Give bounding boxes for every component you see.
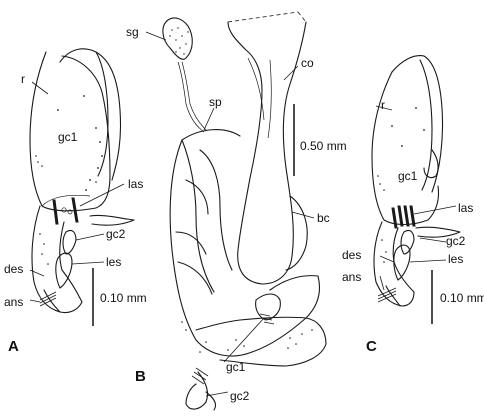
label-a-gc2: gc2: [106, 227, 126, 241]
scale-label-c: 0.10 mm: [440, 291, 484, 305]
label-c-gc1: gc1: [398, 169, 418, 183]
label-c-las: las: [458, 201, 473, 215]
panel-label-a: A: [8, 338, 19, 355]
label-b-bc: bc: [317, 211, 330, 225]
label-a-gc1: gc1: [58, 130, 78, 144]
label-c-les: les: [448, 252, 463, 266]
scale-label-b: 0.50 mm: [300, 139, 347, 153]
scale-label-a: 0.10 mm: [100, 291, 147, 305]
label-c-gc2: gc2: [446, 234, 466, 248]
label-b-co: co: [301, 56, 314, 70]
label-c-r: r: [381, 98, 385, 112]
label-b-sg: sg: [126, 25, 139, 39]
label-a-las: las: [128, 177, 143, 191]
label-b-gc1: gc1: [226, 360, 246, 374]
label-a-des: des: [4, 262, 23, 276]
panel-label-c: C: [366, 338, 377, 355]
label-b-sp: sp: [209, 95, 222, 109]
label-b-gc2: gc2: [230, 389, 250, 403]
panel-b-drawing: [145, 11, 327, 411]
label-a-les: les: [106, 255, 121, 269]
label-c-ans: ans: [342, 270, 361, 284]
panel-label-b: B: [135, 368, 146, 385]
label-a-r: r: [21, 72, 25, 86]
label-a-ans: ans: [4, 295, 23, 309]
panel-a-drawing: [29, 48, 135, 314]
panel-c-drawing: [371, 55, 461, 307]
label-c-des: des: [342, 248, 361, 262]
